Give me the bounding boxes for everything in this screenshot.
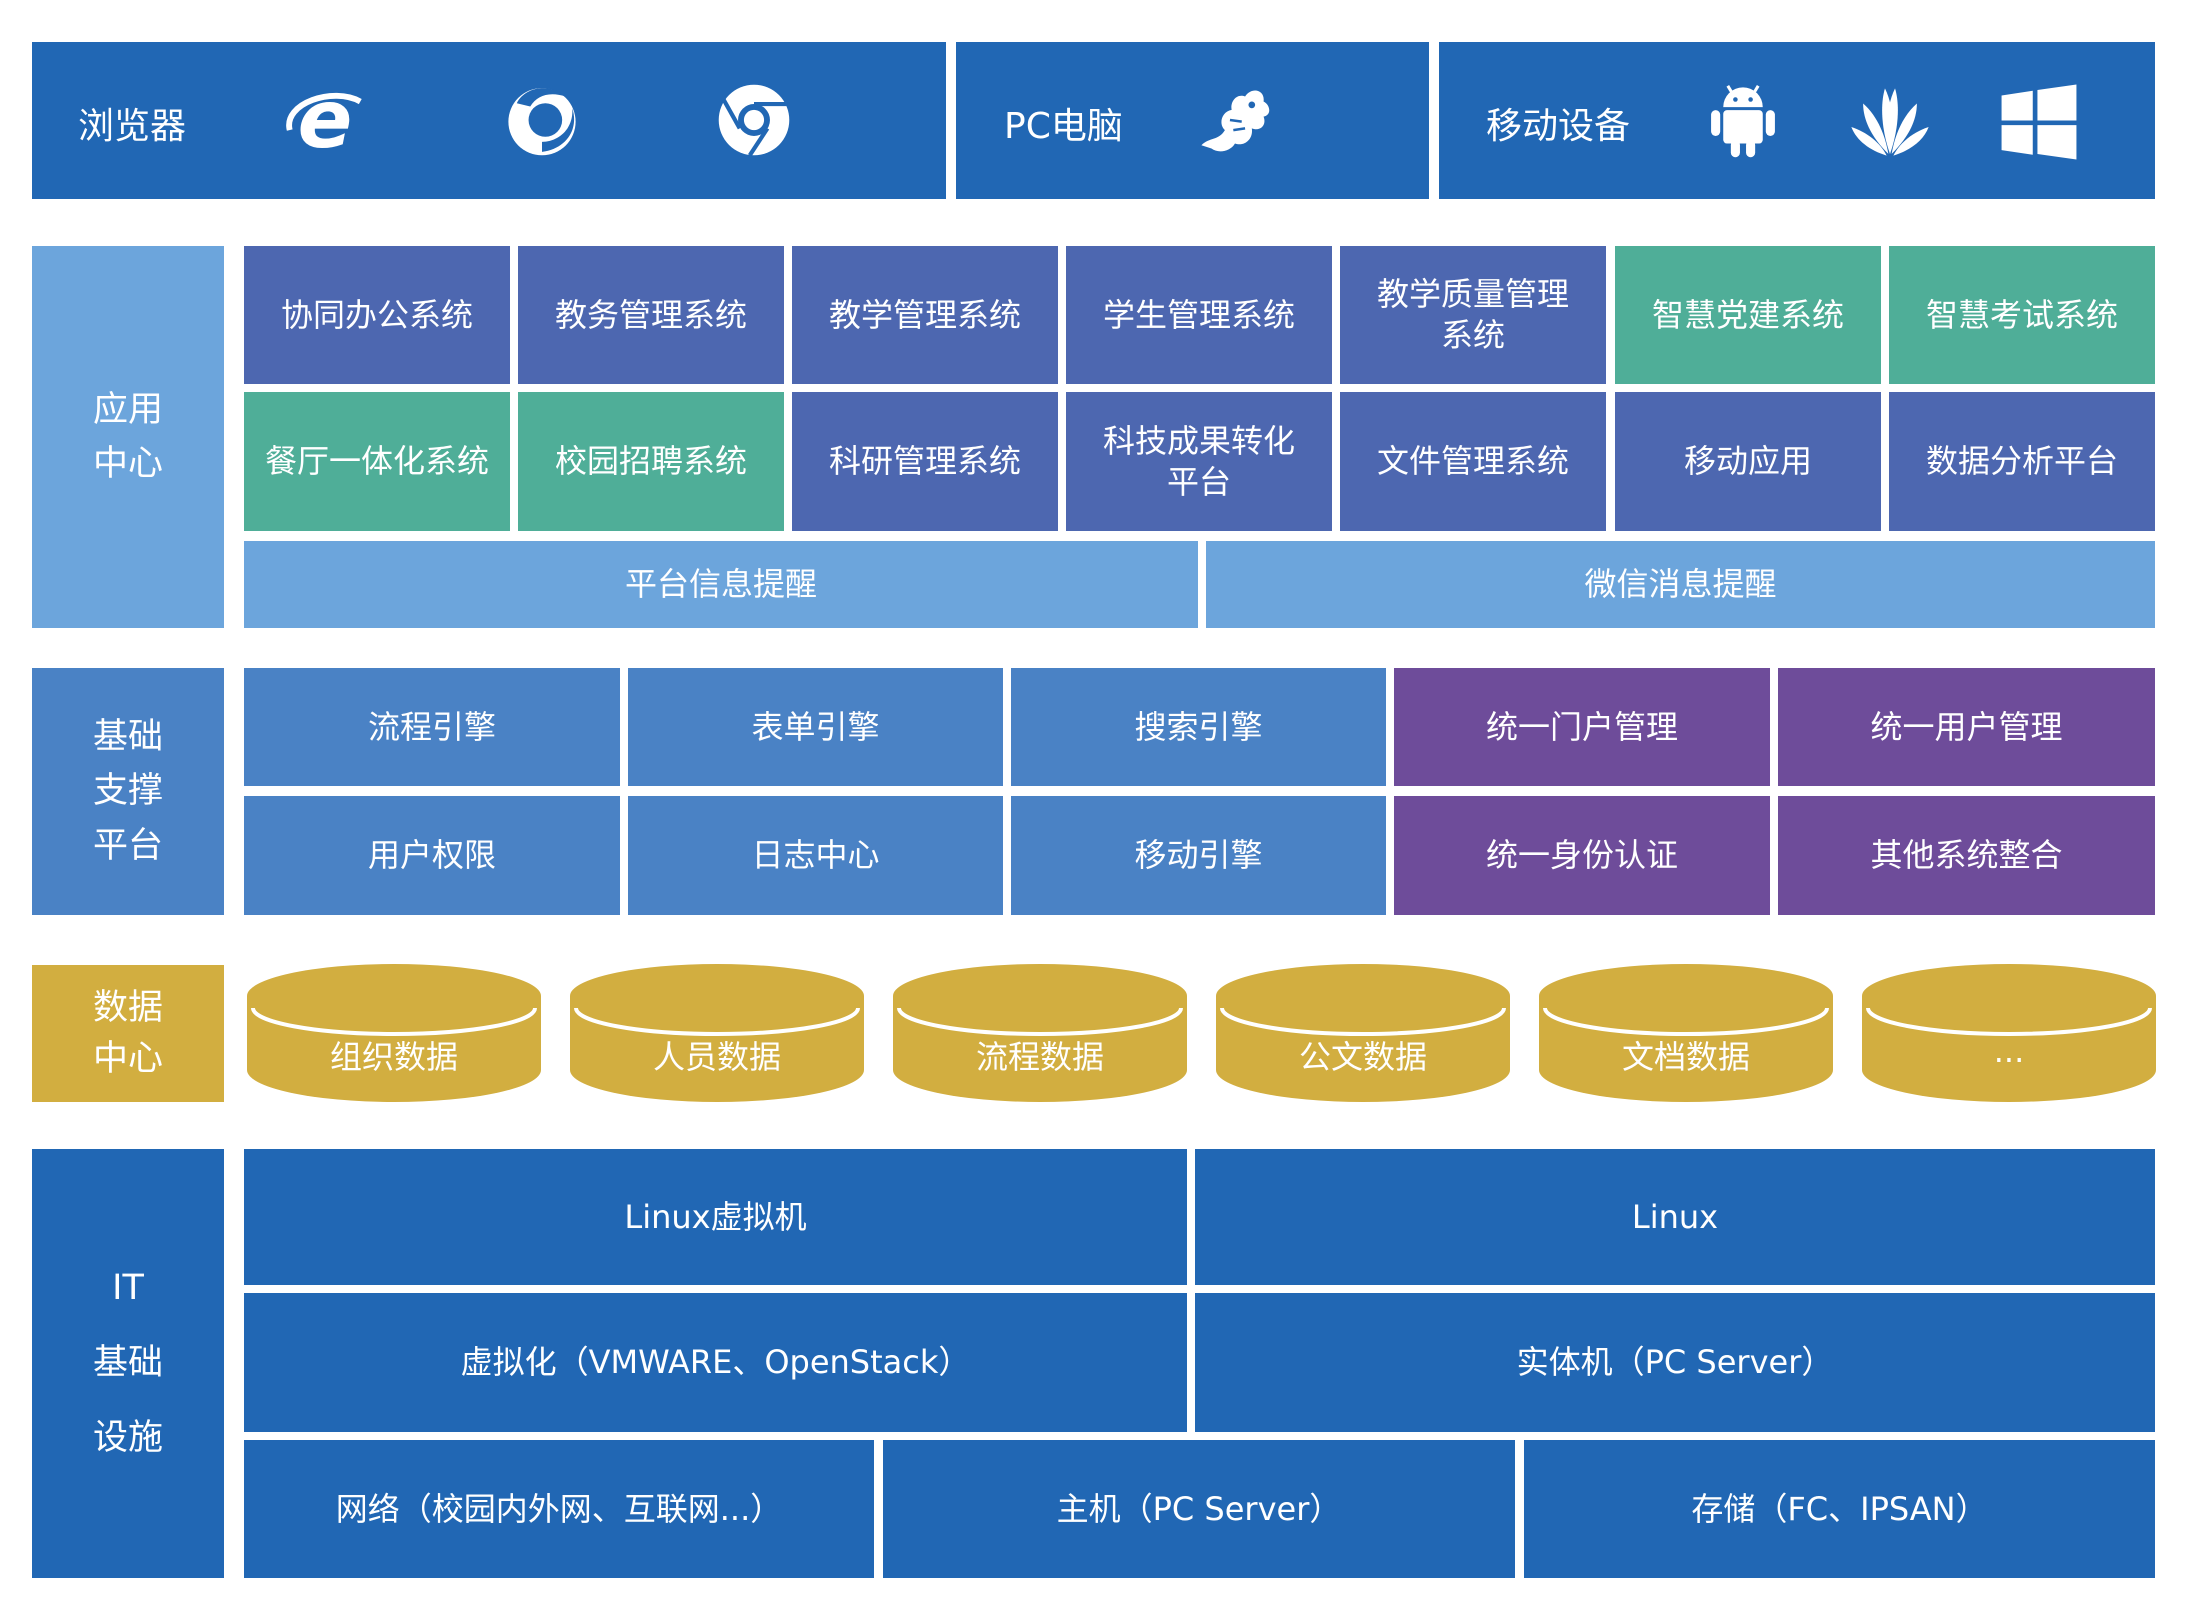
base-platform-label-line-2: 支撑 xyxy=(92,771,163,812)
svg-text:e: e xyxy=(298,78,353,162)
ie-icon: e xyxy=(283,78,367,162)
app-tile: 智慧考试系统 xyxy=(1889,246,2155,384)
app-tile-line: 平台 xyxy=(1166,462,1231,501)
app-tile-line: 系统 xyxy=(1440,316,1505,354)
kylin-icon xyxy=(1190,78,1280,162)
app-tile-line: 科技成果转化 xyxy=(1102,421,1295,460)
physical-machine-box: 实体机（PC Server） xyxy=(1195,1293,2155,1432)
browser-title: 浏览器 xyxy=(78,106,187,147)
host-box: 主机（PC Server） xyxy=(883,1440,1515,1578)
pc-title: PC电脑 xyxy=(1004,106,1123,147)
app-tile: 教学管理系统 xyxy=(792,246,1058,384)
app-tile: 学生管理系统 xyxy=(1066,246,1332,384)
app-center-label-line-2: 中心 xyxy=(92,444,163,484)
app-tile: 数据分析平台 xyxy=(1889,392,2155,531)
data-cylinder-label: 流程数据 xyxy=(975,1038,1104,1076)
platform-notify: 平台信息提醒 xyxy=(244,541,1198,628)
it-infra-label-line-1: IT xyxy=(112,1267,144,1308)
wechat-notify: 微信消息提醒 xyxy=(1206,541,2155,628)
data-cylinder: ... xyxy=(1860,960,2158,1110)
platform-tile: 搜索引擎 xyxy=(1011,668,1386,786)
pc-panel xyxy=(956,42,1429,199)
app-tile: 餐厅一体化系统 xyxy=(244,392,510,531)
data-cylinder-label: 公文数据 xyxy=(1298,1038,1427,1076)
base-platform-label: 基础 支撑 平台 xyxy=(32,668,224,915)
virtualization-box: 虚拟化（VMWARE、OpenStack） xyxy=(244,1293,1187,1432)
android-icon xyxy=(1705,78,1781,162)
platform-tile: 统一用户管理 xyxy=(1778,668,2155,786)
platform-tile: 用户权限 xyxy=(244,796,620,915)
platform-tile: 流程引擎 xyxy=(244,668,620,786)
app-tile: 科研管理系统 xyxy=(792,392,1058,531)
app-tile: 协同办公系统 xyxy=(244,246,510,384)
app-tile: 移动应用 xyxy=(1615,392,1881,531)
base-platform-label-line-3: 平台 xyxy=(92,825,163,866)
firefox-icon xyxy=(500,78,584,162)
data-cylinder: 流程数据 xyxy=(891,960,1189,1110)
data-cylinder-label: ... xyxy=(1993,1032,2025,1070)
it-infra-label: IT 基础 设施 xyxy=(32,1149,224,1578)
data-cylinder-label: 人员数据 xyxy=(652,1038,781,1076)
app-tile: 教务管理系统 xyxy=(518,246,784,384)
data-center-label-line-2: 中心 xyxy=(92,1038,163,1079)
data-cylinder: 文档数据 xyxy=(1537,960,1835,1110)
data-center-label: 数据 中心 xyxy=(32,965,224,1102)
app-tile-line: 教学质量管理 xyxy=(1376,275,1569,314)
app-tile: 智慧党建系统 xyxy=(1615,246,1881,384)
app-tile: 教学质量管理系统 xyxy=(1340,246,1606,384)
data-cylinder: 组织数据 xyxy=(245,960,543,1110)
data-cylinder-label: 组织数据 xyxy=(329,1038,458,1076)
base-platform-label-line-1: 基础 xyxy=(92,717,163,758)
chrome-icon xyxy=(712,78,796,162)
it-infra-label-line-2: 基础 xyxy=(92,1342,163,1383)
mobile-panel xyxy=(1439,42,2155,199)
data-center-label-line-1: 数据 xyxy=(92,987,163,1028)
huawei-icon xyxy=(1848,80,1932,164)
it-infra-label-line-3: 设施 xyxy=(92,1418,163,1459)
app-tile: 科技成果转化平台 xyxy=(1066,392,1332,531)
windows-icon xyxy=(2000,80,2078,164)
platform-tile: 统一身份认证 xyxy=(1394,796,1770,915)
data-cylinder: 人员数据 xyxy=(568,960,866,1110)
browser-panel xyxy=(32,42,946,199)
app-center-label-line-1: 应用 xyxy=(92,389,163,430)
data-cylinder-label: 文档数据 xyxy=(1621,1038,1750,1076)
app-tile: 文件管理系统 xyxy=(1340,392,1606,531)
storage-box: 存储（FC、IPSAN） xyxy=(1524,1440,2155,1578)
data-cylinder: 公文数据 xyxy=(1214,960,1512,1110)
platform-tile: 日志中心 xyxy=(628,796,1003,915)
platform-tile: 表单引擎 xyxy=(628,668,1003,786)
mobile-title: 移动设备 xyxy=(1486,106,1631,147)
platform-tile: 移动引擎 xyxy=(1011,796,1386,915)
platform-tile: 统一门户管理 xyxy=(1394,668,1770,786)
platform-tile: 其他系统整合 xyxy=(1778,796,2155,915)
linux-vm-box: Linux虚拟机 xyxy=(244,1149,1187,1285)
linux-box: Linux xyxy=(1195,1149,2155,1285)
app-tile: 校园招聘系统 xyxy=(518,392,784,531)
network-box: 网络（校园内外网、互联网...） xyxy=(244,1440,874,1578)
app-center-label: 应用 中心 xyxy=(32,246,224,628)
